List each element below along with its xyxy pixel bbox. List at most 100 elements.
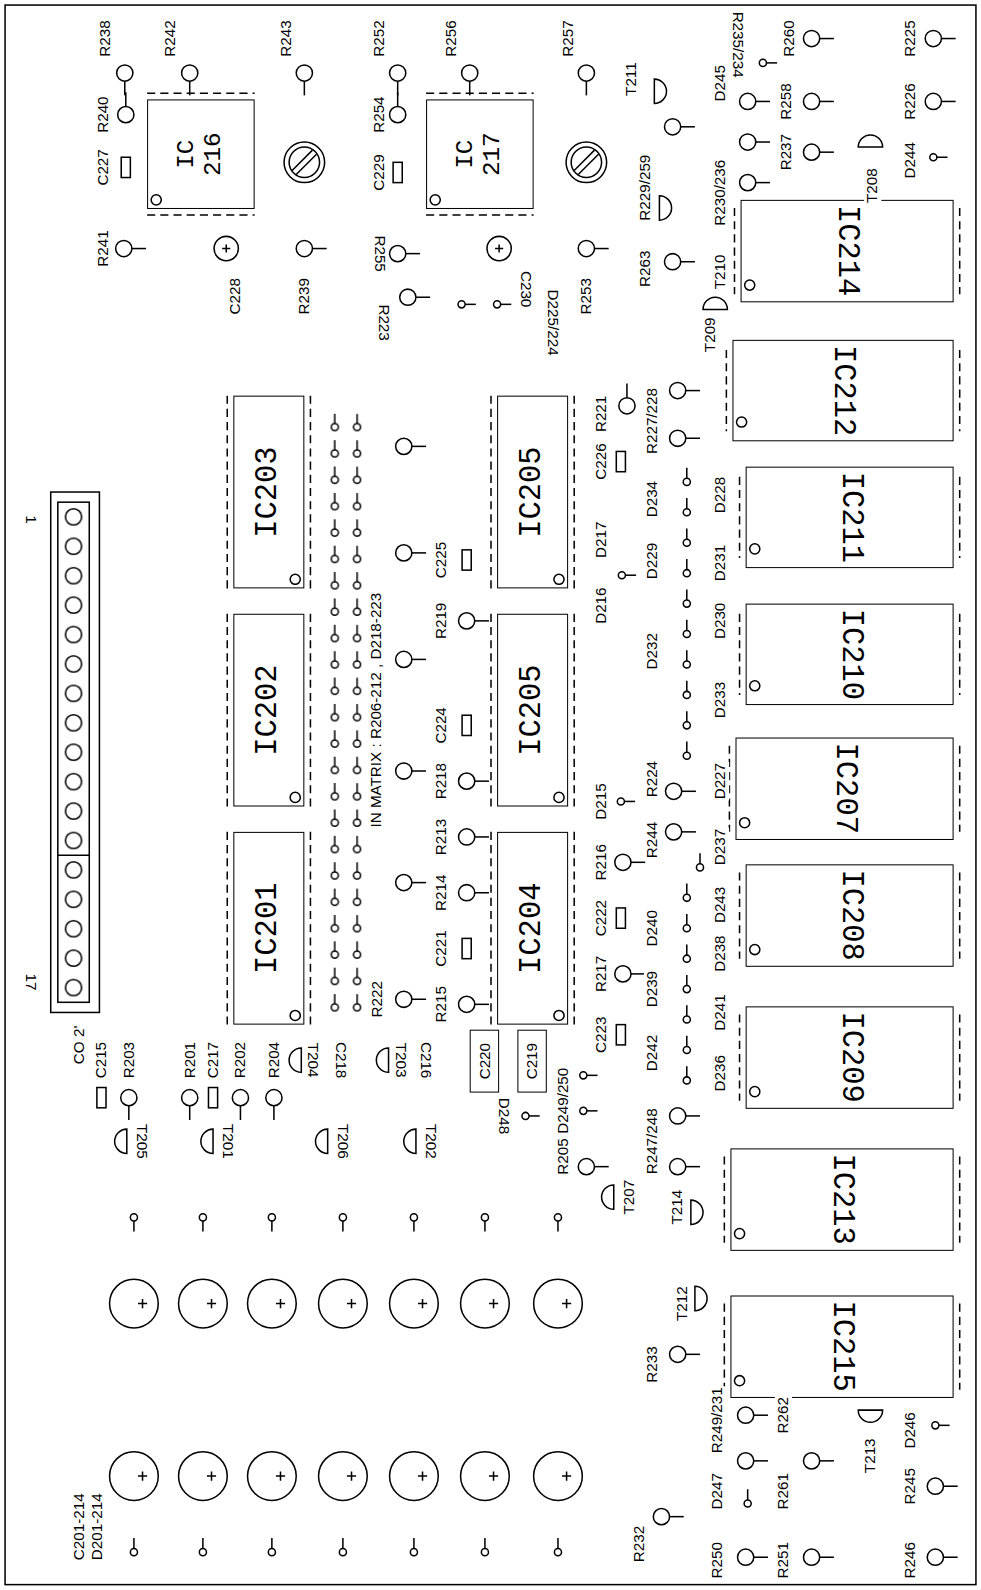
connector-pin-row — [58, 502, 89, 1002]
dash-line — [739, 872, 741, 958]
component-label: D243 — [712, 886, 729, 924]
component-label: D227 — [712, 762, 729, 800]
component-label: T206 — [335, 1123, 352, 1160]
diode-symbol — [683, 620, 690, 638]
ic-notch — [740, 818, 750, 828]
resistor-symbol — [390, 65, 406, 95]
component-label: 1 — [22, 514, 39, 524]
resistor-symbol — [803, 1453, 833, 1469]
diode-symbol — [199, 1214, 206, 1232]
capacitor-box: C220 — [470, 1030, 499, 1093]
component-label: R214 — [433, 874, 450, 912]
ic-notch — [554, 574, 564, 584]
resistor-symbol — [121, 1090, 137, 1120]
component-label: D248 — [496, 1097, 513, 1135]
component-label: D201-214 — [89, 1492, 106, 1561]
resistor-symbol — [927, 1549, 957, 1565]
diode-symbol — [932, 1422, 950, 1429]
ic-box: IC202 — [233, 614, 304, 807]
component-label: R202 — [232, 1041, 249, 1079]
component-label: R232 — [631, 1525, 648, 1563]
resistor-symbol — [925, 93, 955, 109]
dash-line — [959, 350, 961, 431]
component-label: R230/236 — [712, 159, 729, 227]
resistor-symbol — [670, 1346, 700, 1362]
component-label: D215 — [593, 782, 610, 820]
component-label: R223 — [375, 303, 392, 341]
resistor-symbol — [670, 1159, 700, 1175]
component-label: IN MATRIX : R206-212 , D218-223 — [368, 592, 385, 829]
transistor-symbol — [858, 135, 882, 147]
component-label: R222 — [369, 980, 386, 1018]
diode-symbol — [130, 1214, 137, 1232]
diode-symbol — [759, 59, 777, 66]
component-label: R257 — [560, 19, 577, 57]
component-label: D247 — [709, 1472, 726, 1510]
diode-symbol — [930, 154, 948, 161]
component-label: R203 — [120, 1041, 137, 1079]
resistor-symbol — [117, 65, 133, 95]
resistor-symbol — [803, 144, 833, 160]
component-label: 17 — [22, 973, 39, 992]
resistor-symbol — [296, 240, 326, 256]
dash-line — [573, 832, 575, 1025]
diode-symbol — [522, 1112, 540, 1119]
ic-label: IC211 — [833, 472, 866, 563]
dash-line — [959, 614, 961, 695]
diode-symbol — [554, 1214, 561, 1232]
component-label: C217 — [205, 1041, 222, 1079]
component-label: R263 — [637, 250, 654, 288]
resistor-symbol — [740, 93, 770, 109]
diode-symbol — [580, 1072, 598, 1079]
component-label: R215 — [433, 985, 450, 1023]
ic-label: IC210 — [833, 609, 866, 700]
electrolytic-capacitor — [248, 1452, 297, 1501]
resistor-symbol — [459, 996, 489, 1012]
trimmer-pot — [566, 142, 607, 183]
ic-label: IC213 — [825, 1154, 858, 1245]
diode-symbol — [683, 468, 690, 486]
ic-label: C220 — [476, 1043, 493, 1079]
diode-symbol — [683, 1036, 690, 1054]
dash-line — [959, 746, 961, 832]
electrolytic-capacitor — [110, 1452, 159, 1501]
resistor-symbol — [396, 991, 426, 1007]
resistor-symbol — [927, 1478, 957, 1494]
component-label: C221 — [433, 929, 450, 967]
ic-label: IC203 — [252, 446, 285, 537]
component-label: R258 — [778, 82, 795, 120]
diode-symbol — [494, 301, 512, 308]
diode-symbol — [744, 1489, 751, 1507]
transistor-symbol — [201, 1129, 213, 1153]
ic-outline-dashes — [147, 93, 960, 1390]
diode-symbol — [410, 1538, 417, 1556]
component-label: R243 — [278, 19, 295, 57]
component-label: T202 — [423, 1123, 440, 1160]
component-label: D230 — [712, 602, 729, 640]
component-label: R262 — [775, 1396, 792, 1434]
capacitor-symbol — [208, 1088, 217, 1108]
component-label: C223 — [593, 1016, 610, 1054]
component-label: R213 — [433, 818, 450, 856]
resistor-symbol — [578, 1159, 608, 1175]
ic-box: IC211 — [746, 467, 954, 568]
component-label: CO 2' — [71, 1025, 88, 1065]
component-label: T211 — [623, 61, 640, 97]
diode-symbol — [410, 1214, 417, 1232]
resistor-symbol — [803, 30, 833, 46]
dash-line — [310, 832, 312, 1025]
dash-line — [573, 396, 575, 589]
component-label: T205 — [134, 1123, 151, 1160]
ic-box: IC201 — [233, 832, 304, 1025]
component-label: C228 — [227, 277, 244, 315]
dash-line — [226, 832, 228, 1025]
transistor-symbol — [703, 297, 727, 309]
component-label: R241 — [95, 229, 112, 267]
electrolytic-capacitor — [461, 1279, 510, 1328]
resistor-symbol — [664, 254, 694, 270]
diode-symbol — [268, 1538, 275, 1556]
component-label: R253 — [578, 277, 595, 315]
dash-line — [310, 614, 312, 807]
electrolytic-capacitor — [487, 236, 511, 260]
component-label: R226 — [902, 82, 919, 120]
